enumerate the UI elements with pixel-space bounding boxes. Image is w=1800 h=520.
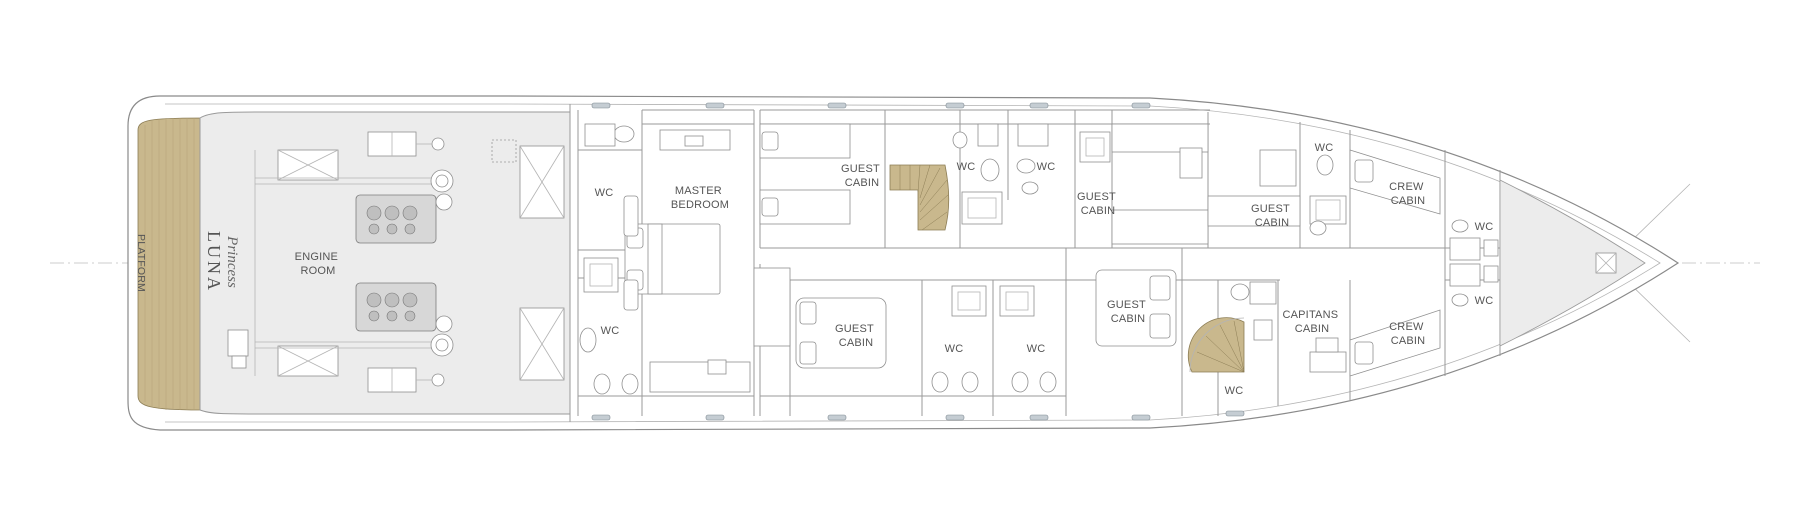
tank-hatch-bottom — [519, 307, 565, 381]
wc-midship: WC — [1016, 123, 1111, 195]
access-hatch — [491, 139, 517, 163]
guest-cabin-label: GUEST CABIN — [1077, 191, 1119, 217]
wc-label: WC — [1315, 142, 1334, 154]
engine-hatch-bottom — [277, 345, 339, 377]
generator-bottom — [367, 367, 445, 393]
master-wc-shower — [583, 257, 619, 293]
crew-wc-upper: WC — [1449, 219, 1499, 261]
crew-cabin-label: CREW CABIN — [1389, 321, 1427, 347]
capitans-cabin: CAPITANS CABIN — [1230, 281, 1347, 373]
swim-platform: PLATFORM — [135, 117, 201, 411]
wc-stair: WC — [952, 123, 1003, 225]
brand-logo: Princess LUNA — [204, 231, 240, 293]
wc-label: WC — [957, 161, 976, 173]
guest-cabin-label: GUEST CABIN — [841, 163, 883, 189]
hull-inner-line — [165, 103, 1661, 423]
engine-port — [255, 282, 454, 357]
master-bedroom-label: MASTER BEDROOM — [671, 185, 729, 211]
wc-label: WC — [601, 325, 620, 337]
wc-label: WC — [1475, 221, 1494, 233]
guest-cabin-4: GUEST CABIN — [753, 267, 887, 369]
crew-cabin-lower: CREW CABIN — [1349, 309, 1441, 377]
wc-label: WC — [595, 187, 614, 199]
main-staircase — [889, 164, 950, 231]
brand-name: LUNA — [204, 231, 224, 293]
guest-cabin-3: GUEST CABIN — [1207, 149, 1301, 229]
engine-hatch-top — [277, 149, 339, 181]
master-bedroom: MASTER BEDROOM WC WC — [579, 123, 751, 395]
engine-room: Princess LUNA ENGINE ROOM — [199, 104, 571, 422]
transom-equipment-small — [231, 355, 247, 369]
wc-label: WC — [1475, 295, 1494, 307]
capitans-cabin-label: CAPITANS CABIN — [1282, 309, 1341, 335]
wc-label: WC — [1027, 343, 1046, 355]
brand-script: Princess — [224, 235, 240, 288]
wc-lower-aft: WC — [931, 285, 987, 393]
engine-starboard — [255, 169, 454, 244]
guest-cabin-label: GUEST CABIN — [1251, 203, 1293, 229]
wardrobe — [649, 361, 751, 393]
crew-cabin-label: CREW CABIN — [1389, 181, 1427, 207]
wc-label: WC — [1037, 161, 1056, 173]
guest-cabin-5: GUEST CABIN — [1095, 269, 1177, 347]
wc-label: WC — [1225, 385, 1244, 397]
generator-top — [367, 131, 445, 157]
guest-cabin-label: GUEST CABIN — [835, 323, 877, 349]
crew-cabin-upper: CREW CABIN — [1349, 149, 1441, 215]
transom-equipment — [227, 329, 249, 357]
wc-forward-upper: WC — [1309, 142, 1347, 236]
wc-label: WC — [945, 343, 964, 355]
guest-cabin-1: GUEST CABIN — [759, 123, 883, 225]
engine-room-label: ENGINE ROOM — [295, 251, 342, 277]
crew-wc-lower: WC — [1449, 263, 1499, 307]
spiral-staircase: WC — [1187, 317, 1245, 397]
guest-cabin-label: GUEST CABIN — [1107, 299, 1149, 325]
portholes — [591, 102, 1245, 421]
guest-cabin-2: GUEST CABIN — [1077, 123, 1209, 245]
tank-hatch-top — [519, 145, 565, 219]
wc-lower-mid: WC — [999, 285, 1057, 393]
platform-label: PLATFORM — [135, 234, 147, 292]
forepeak — [1499, 179, 1646, 347]
